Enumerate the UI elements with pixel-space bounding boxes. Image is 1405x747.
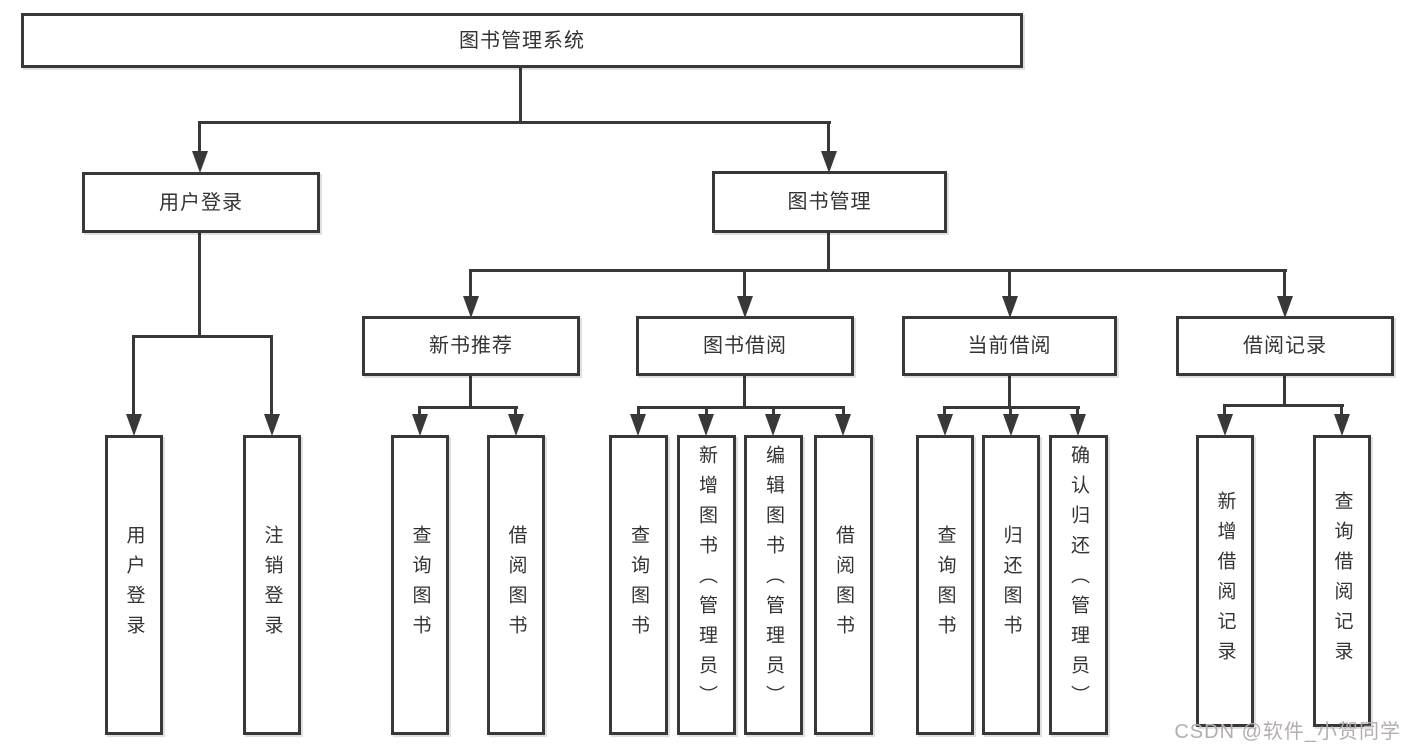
edge-drop-g2-borrow (842, 406, 845, 418)
arrowhead-g4-add (1217, 414, 1233, 436)
leaf-g4-query-borrow-record-label: 查询借阅记录 (1331, 491, 1353, 671)
arrowhead-book-borrow (737, 296, 753, 318)
arrowhead-leaf-logout (264, 414, 280, 436)
edge-borrow-records-stem (1283, 375, 1286, 407)
arrowhead-g2-query (630, 414, 646, 436)
leaf-g4-add-borrow-record: 新增借阅记录 (1196, 435, 1254, 727)
leaf-g3-query-books-label: 查询图书 (934, 525, 956, 645)
edge-drop-leaf-logout (270, 335, 273, 417)
node-borrow-records-label: 借阅记录 (1243, 335, 1327, 357)
edge-drop-g3-query (943, 406, 946, 418)
edge-book-management-rail (469, 269, 1287, 272)
leaf-g1-query-books: 查询图书 (391, 435, 449, 735)
leaf-g4-query-borrow-record: 查询借阅记录 (1313, 435, 1371, 727)
node-root-label: 图书管理系统 (459, 29, 585, 52)
node-current-borrow: 当前借阅 (902, 316, 1117, 376)
arrowhead-leaf-login (126, 414, 142, 436)
arrowhead-new-book (463, 296, 479, 318)
leaf-g1-query-books-label: 查询图书 (409, 525, 431, 645)
leaf-user-login-label: 用户登录 (123, 525, 145, 645)
node-user-login-label: 用户登录 (159, 191, 243, 214)
edge-book-borrow-stem (743, 375, 746, 409)
node-borrow-records: 借阅记录 (1176, 316, 1394, 376)
leaf-g2-edit-books-admin-label: 编辑图书（管理员） (763, 445, 784, 715)
node-book-borrow-label: 图书借阅 (703, 335, 787, 357)
csdn-watermark: CSDN @软件_小贺同学 (1174, 721, 1401, 743)
leaf-g3-confirm-return-admin-label: 确认归还（管理员） (1068, 445, 1089, 715)
edge-drop-leaf-login (132, 335, 135, 417)
arrowhead-g3-query (937, 414, 953, 436)
leaf-g3-return-books-label: 归还图书 (1000, 525, 1022, 645)
arrowhead-book-management (821, 151, 837, 173)
arrowhead-g2-add (698, 414, 714, 436)
edge-user-login-rail (132, 335, 273, 338)
arrowhead-borrow-records (1277, 296, 1293, 318)
arrowhead-g2-borrow (835, 414, 851, 436)
edge-drop-user-login (198, 121, 201, 153)
edge-new-book-stem (469, 375, 472, 409)
node-current-borrow-label: 当前借阅 (967, 335, 1052, 357)
leaf-user-login: 用户登录 (105, 435, 163, 735)
leaf-g3-confirm-return-admin: 确认归还（管理员） (1049, 435, 1108, 735)
leaf-g2-borrow-books-label: 借阅图书 (833, 525, 854, 645)
edge-book-management-stem (827, 232, 830, 272)
leaf-g2-query-books: 查询图书 (609, 435, 668, 735)
edge-drop-g1-query (418, 406, 421, 418)
leaf-g4-add-borrow-record-label: 新增借阅记录 (1214, 491, 1236, 671)
arrowhead-current-borrow (1002, 296, 1018, 318)
leaf-g2-query-books-label: 查询图书 (628, 525, 649, 645)
node-book-borrow: 图书借阅 (636, 316, 854, 376)
leaf-g3-query-books: 查询图书 (916, 435, 974, 735)
arrowhead-g3-confirm (1070, 414, 1086, 436)
edge-drop-g4-query (1340, 404, 1343, 418)
edge-new-book-rail (418, 406, 518, 409)
edge-root-stem (519, 68, 522, 124)
edge-drop-g3-return (1009, 406, 1012, 418)
edge-current-borrow-stem (1008, 375, 1011, 409)
leaf-g2-borrow-books: 借阅图书 (814, 435, 873, 735)
arrowhead-g4-query (1334, 414, 1350, 436)
edge-drop-g2-add (705, 406, 708, 418)
arrowhead-g1-borrow (508, 414, 524, 436)
arrowhead-g3-return (1003, 414, 1019, 436)
edge-drop-current-borrow (1008, 269, 1011, 298)
node-new-book-recommend-label: 新书推荐 (429, 335, 513, 357)
edge-root-rail (198, 121, 831, 124)
leaf-g3-return-books: 归还图书 (982, 435, 1040, 735)
edge-drop-book-management (827, 121, 830, 153)
leaf-logout-label: 注销登录 (261, 525, 283, 645)
arrowhead-user-login (192, 151, 208, 173)
edge-borrow-records-rail (1223, 404, 1344, 407)
node-root: 图书管理系统 (21, 13, 1023, 68)
leaf-g1-borrow-books: 借阅图书 (487, 435, 545, 735)
node-book-management-label: 图书管理 (787, 191, 872, 213)
leaf-g2-add-books-admin: 新增图书（管理员） (677, 435, 736, 735)
edge-drop-g2-edit (772, 406, 775, 418)
edge-drop-book-borrow (743, 269, 746, 298)
edge-book-borrow-rail (637, 406, 845, 409)
node-book-management: 图书管理 (712, 171, 947, 233)
leaf-g2-edit-books-admin: 编辑图书（管理员） (744, 435, 803, 735)
edge-drop-borrow-records (1283, 269, 1286, 298)
node-user-login: 用户登录 (82, 172, 320, 233)
node-new-book-recommend: 新书推荐 (362, 316, 580, 376)
edge-drop-g2-query (637, 406, 640, 418)
edge-drop-g3-confirm (1076, 406, 1079, 418)
edge-user-login-stem (198, 231, 201, 337)
leaf-g1-borrow-books-label: 借阅图书 (505, 525, 527, 645)
arrowhead-g1-query (412, 414, 428, 436)
edge-drop-g1-borrow (514, 406, 517, 418)
arrowhead-g2-edit (765, 414, 781, 436)
edge-drop-g4-add (1223, 404, 1226, 418)
leaf-g2-add-books-admin-label: 新增图书（管理员） (696, 445, 717, 715)
edge-drop-new-book (469, 269, 472, 298)
leaf-logout: 注销登录 (243, 435, 301, 735)
